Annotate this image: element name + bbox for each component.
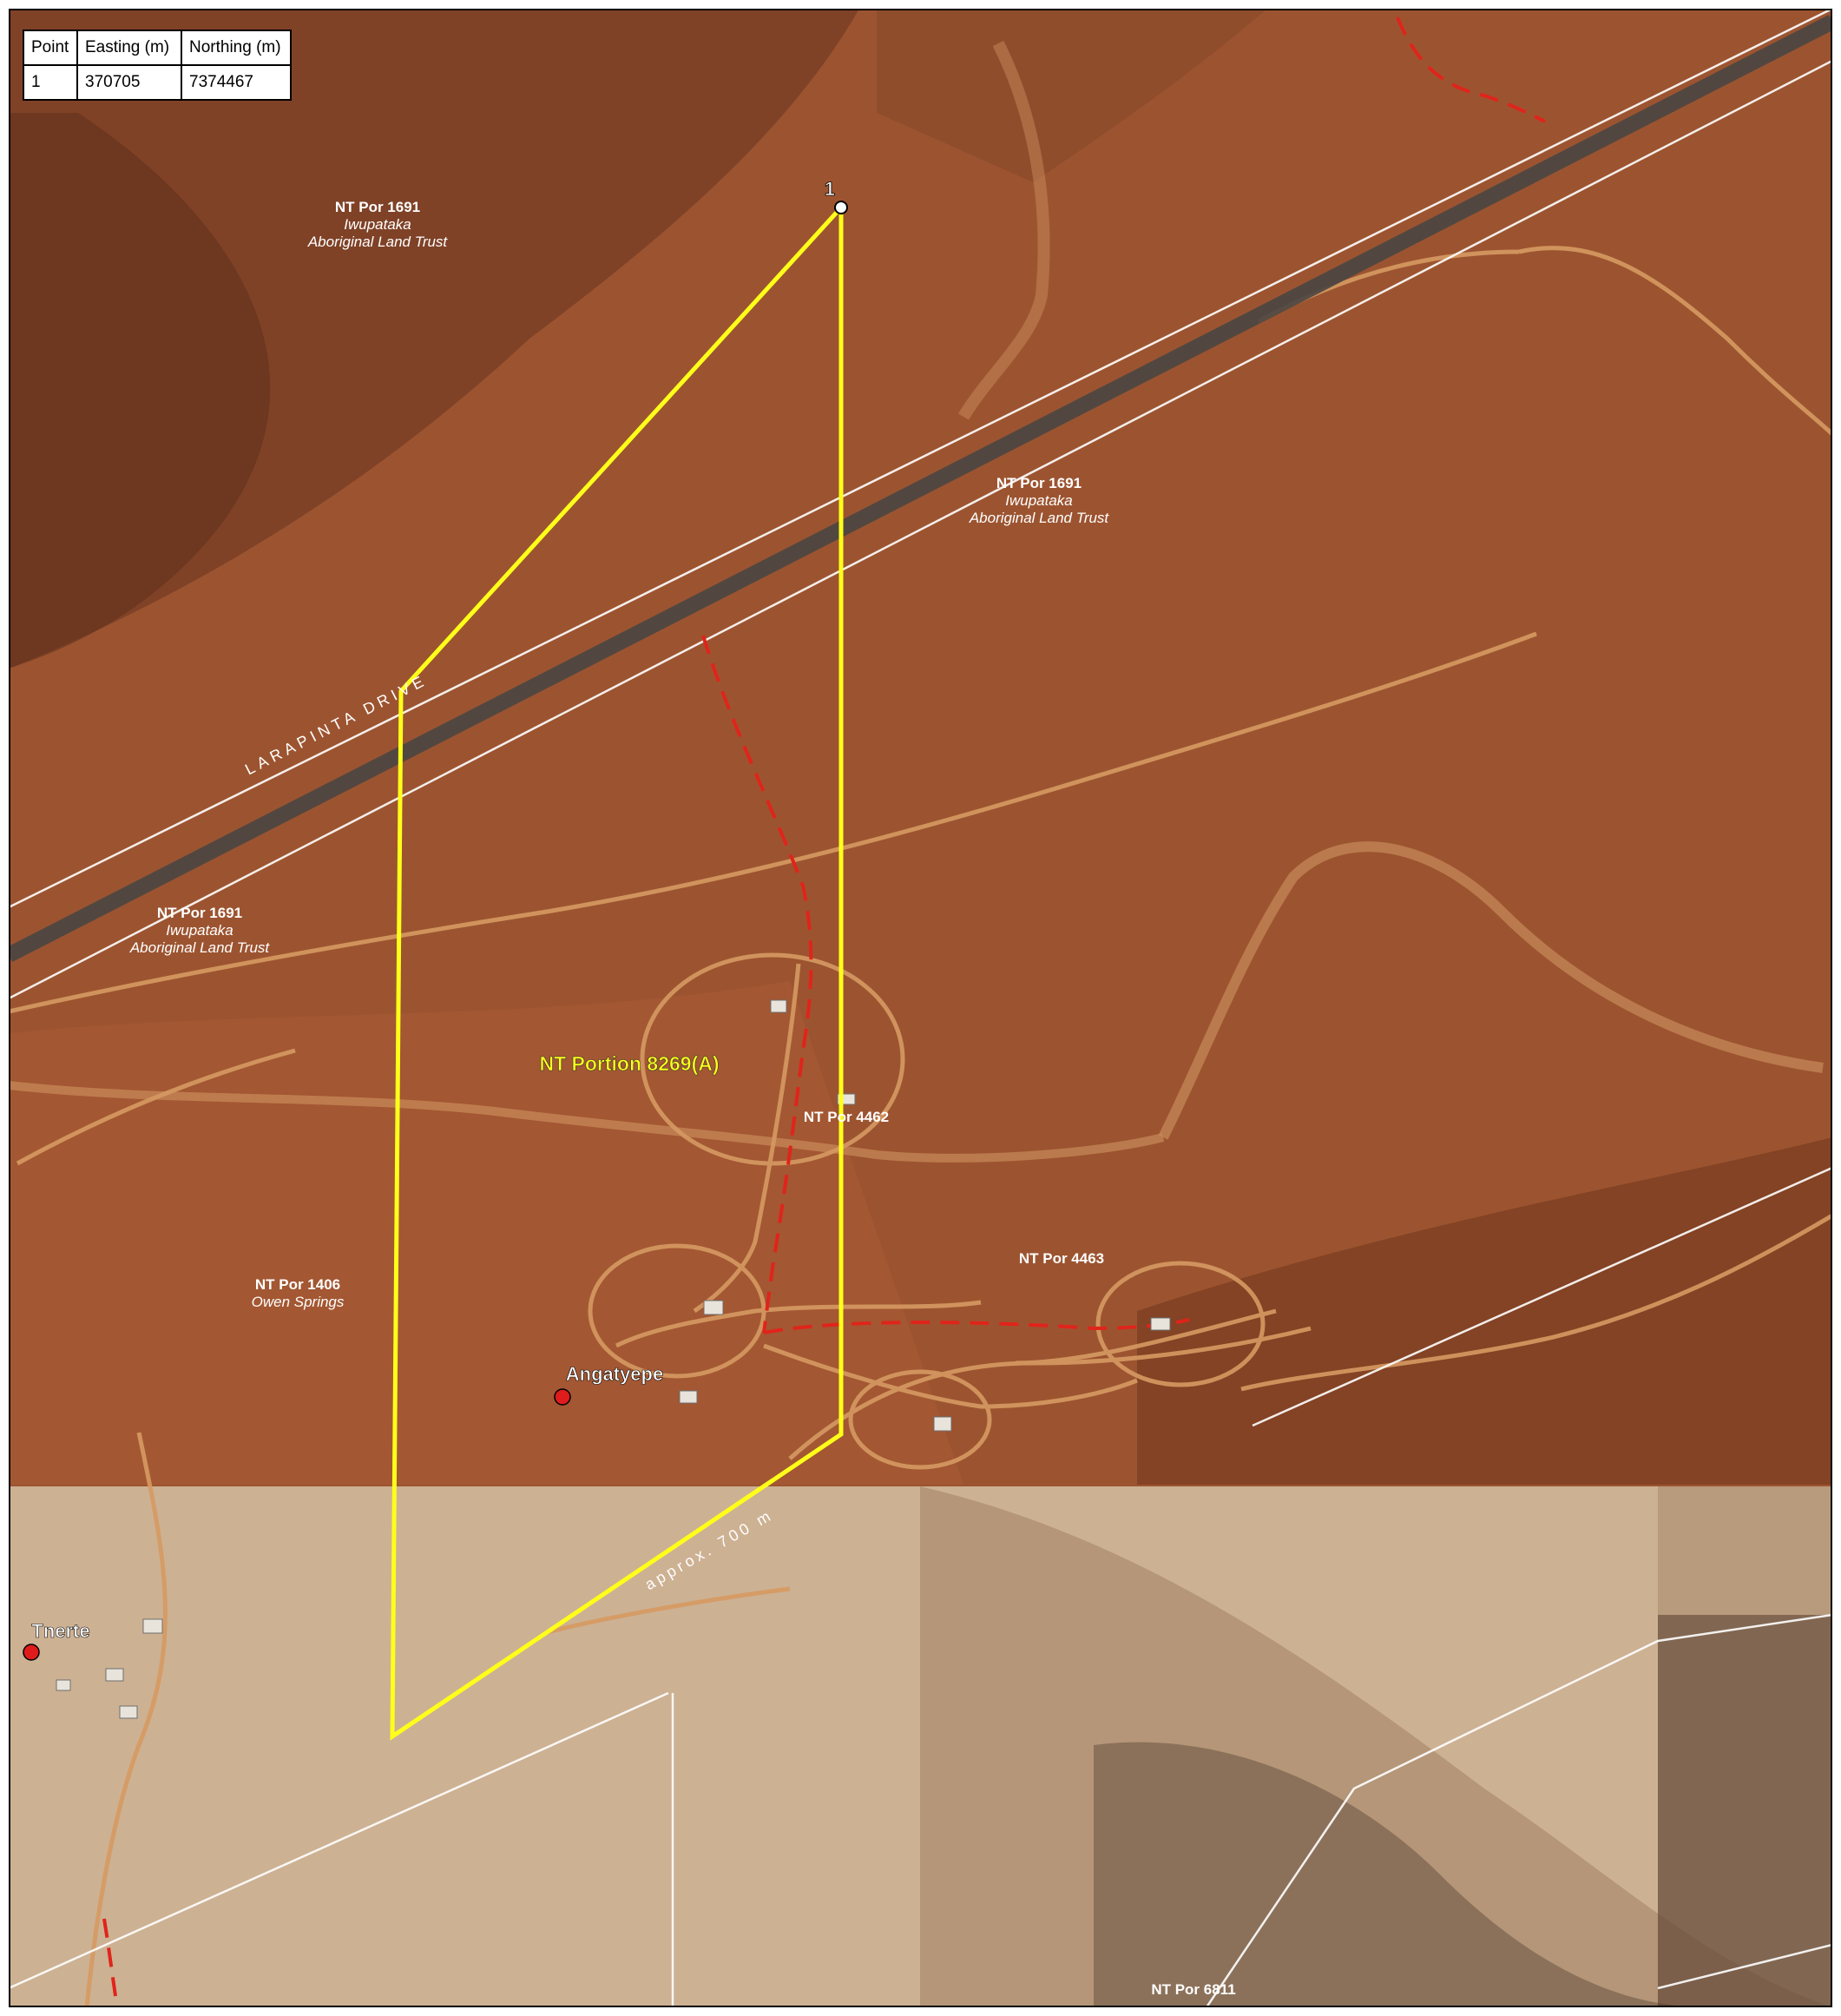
terrain-pale-dark-ridge [1094,1742,1701,2007]
terrain-north-rise [877,9,1267,182]
dirt-tracks [9,246,1832,2007]
angatyepe-label: Angatyepe [566,1363,663,1385]
creek-bed [9,1081,1165,1163]
svg-text:Owen Springs: Owen Springs [252,1294,345,1310]
por-4462-label: NT Por 4462 [804,1109,889,1125]
por-1691-e-label: NT Por 1691 Iwupataka Aboriginal Land Tr… [969,475,1110,526]
table-row: 1 370705 7374467 [23,64,292,101]
angatyepe-marker[interactable] [554,1388,571,1406]
svg-text:Aboriginal Land Trust: Aboriginal Land Trust [307,234,449,250]
terrain-sw-mid [9,981,963,1485]
aerial-map[interactable]: 1 NT Portion 8269(A) LARAPINTA DRIVE app… [9,9,1832,2007]
cell-point: 1 [23,64,78,101]
vertex-1-marker[interactable] [834,201,848,214]
por-1406-label: NT Por 1406 Owen Springs [252,1276,345,1310]
road-reserve-lines [9,9,1832,1000]
cadastral-lines [9,1166,1832,2007]
tnerte-label: Tnerte [31,1620,89,1642]
cell-northing: 7374467 [181,64,292,101]
svg-text:NT Por 1406: NT Por 1406 [255,1276,340,1293]
svg-text:Iwupataka: Iwupataka [1005,492,1073,509]
por-4463-label: NT Por 4463 [1019,1250,1104,1267]
parcel-name-label: NT Portion 8269(A) [539,1052,719,1075]
header-easting: Easting (m) [76,30,182,66]
svg-text:Iwupataka: Iwupataka [344,216,411,233]
map-frame [9,9,1832,2007]
header-northing: Northing (m) [181,30,292,66]
por-6811-label: NT Por 6811 [1151,1981,1235,1998]
svg-text:NT Por 1691: NT Por 1691 [996,475,1082,491]
larapinta-drive-road [9,14,1832,963]
svg-text:Iwupataka: Iwupataka [166,922,233,939]
tnerte-marker[interactable] [23,1644,40,1661]
terrain-dark-ridge [9,113,271,669]
svg-text:NT Por 1691: NT Por 1691 [157,905,242,921]
svg-text:NT Por 1691: NT Por 1691 [335,199,420,215]
por-1691-w-label: NT Por 1691 Iwupataka Aboriginal Land Tr… [129,905,271,956]
svg-text:Aboriginal Land Trust: Aboriginal Land Trust [969,510,1110,526]
creek-loop [1158,841,1824,1140]
creek-bed-north [957,40,1050,420]
cell-easting: 370705 [76,64,182,101]
parcel-boundary[interactable] [390,201,844,1741]
coordinate-table: Point Easting (m) Northing (m) 1 370705 … [23,30,292,101]
svg-text:Aboriginal Land Trust: Aboriginal Land Trust [129,939,271,956]
por-1691-ne-label: NT Por 1691 Iwupataka Aboriginal Land Tr… [307,199,449,250]
terrain-pale-hills [920,1486,1832,2007]
terrain-se-ridge [1137,1137,1832,1485]
header-point: Point [23,30,78,66]
terrain-se-dark [1658,1615,1832,2007]
coordinate-table-header: Point Easting (m) Northing (m) [23,30,292,66]
vertex-1-label: 1 [825,178,835,200]
buildings [56,999,1171,1719]
